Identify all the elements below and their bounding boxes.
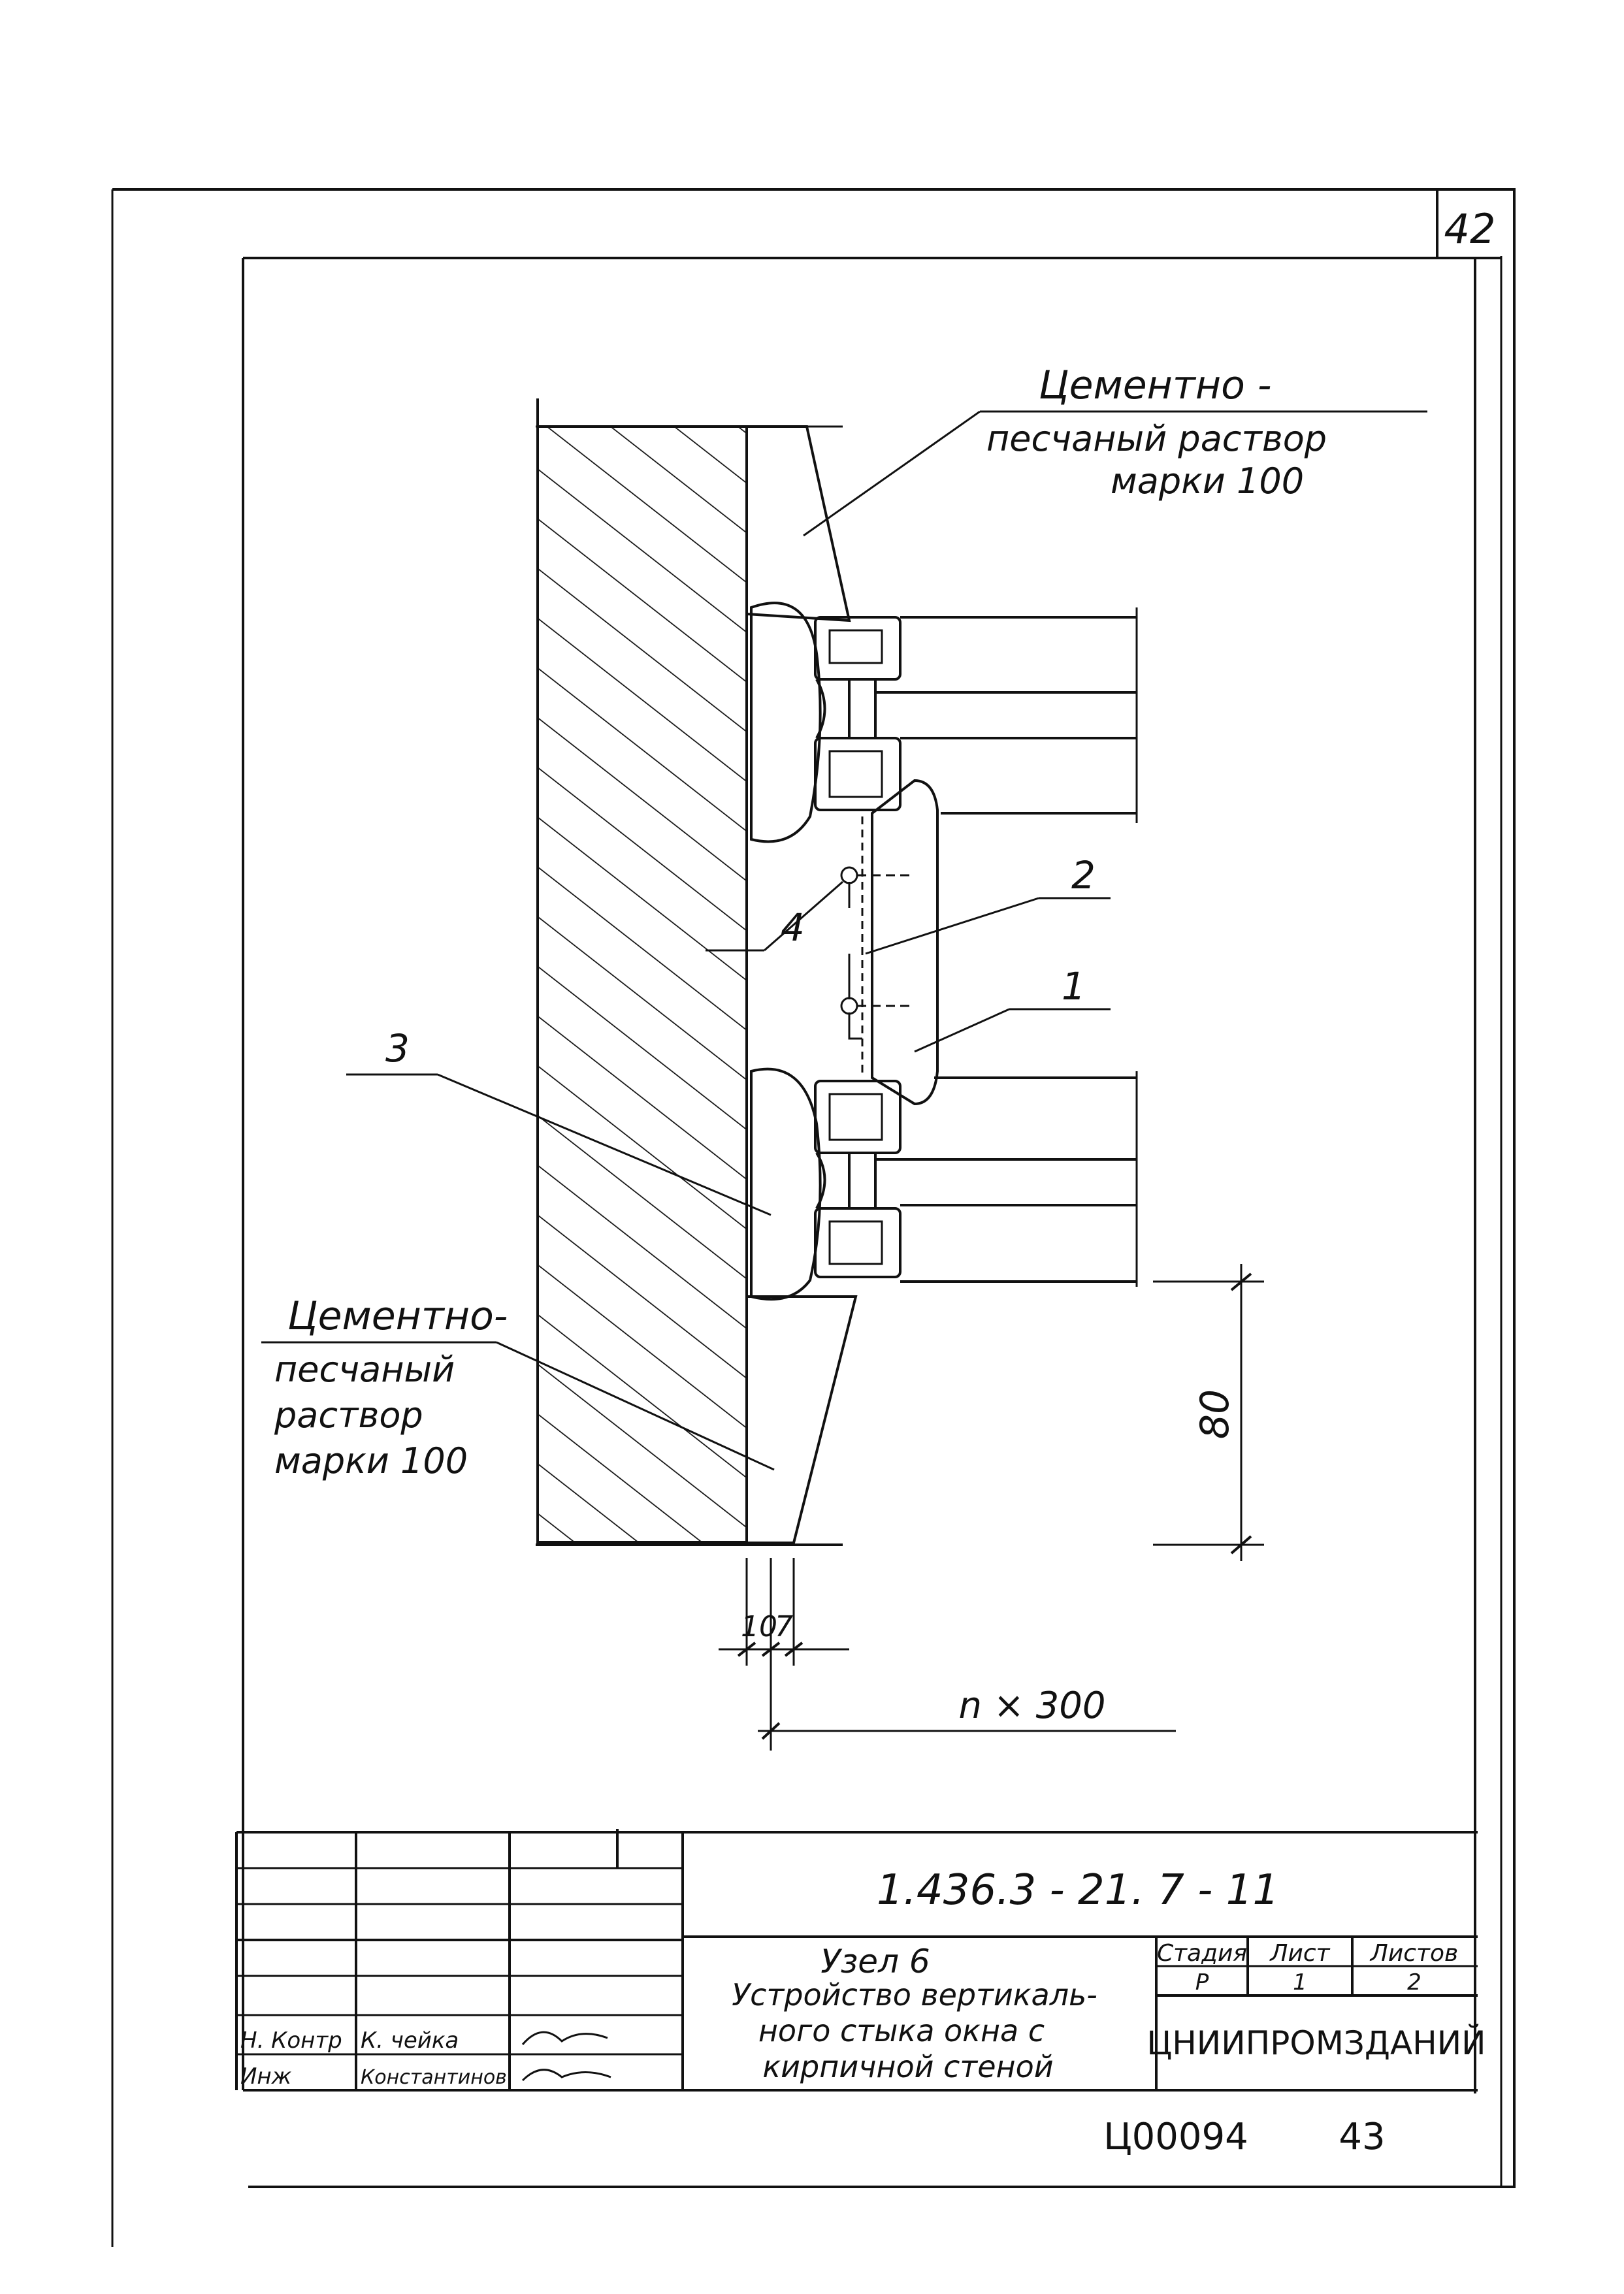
dimension-n300: n × 300 bbox=[758, 1679, 1176, 1751]
mortar-top bbox=[745, 425, 851, 622]
mortar-bottom bbox=[745, 1295, 858, 1544]
page-number: 43 bbox=[1339, 2116, 1385, 2158]
title-line3: ного стыка окна с bbox=[758, 2013, 1045, 2048]
title-block bbox=[235, 1829, 1478, 2090]
row2-name: Константинов bbox=[361, 2066, 507, 2089]
window-profile-top bbox=[814, 607, 1138, 823]
signature-1 bbox=[521, 2031, 608, 2045]
inner-frame bbox=[242, 257, 1501, 2093]
callout-3: 3 bbox=[385, 1026, 410, 1071]
brick-wall bbox=[536, 398, 843, 1546]
sheet-value: 1 bbox=[1293, 1969, 1307, 1995]
dimension-80: 80 bbox=[1153, 1264, 1264, 1561]
sheets-value: 2 bbox=[1407, 1969, 1421, 1995]
outer-frame bbox=[111, 188, 1516, 2247]
callout-4: 4 bbox=[781, 905, 805, 950]
sheet-number-box: 42 bbox=[1436, 189, 1496, 258]
leader-lines bbox=[261, 410, 1427, 1471]
window-profile-bottom bbox=[814, 1071, 1138, 1287]
row2-role: Инж bbox=[240, 2063, 292, 2090]
mortar-bottom-label: Цементно- песчаный раствор марки 100 bbox=[274, 1293, 508, 1481]
organization-name: ЦНИИПРОМЗДАНИЙ bbox=[1146, 2024, 1486, 2062]
mortar-bottom-line3: раствор bbox=[274, 1395, 423, 1436]
signature-2 bbox=[521, 2069, 611, 2082]
row1-role: Н. Контр bbox=[240, 2027, 342, 2054]
title-line4: кирпичной стеной bbox=[762, 2049, 1053, 2084]
sealant-bottom bbox=[750, 1067, 822, 1301]
callout-2: 2 bbox=[1071, 853, 1096, 897]
mortar-bottom-line4: марки 100 bbox=[274, 1440, 468, 1481]
dimension-n300-label: n × 300 bbox=[959, 1685, 1106, 1727]
row1-name: К. чейка bbox=[361, 2027, 459, 2054]
mortar-bottom-line2: песчаный bbox=[274, 1349, 455, 1390]
sheets-header: Листов bbox=[1369, 1940, 1458, 1967]
mortar-top-line1: Цементно - bbox=[1039, 363, 1272, 408]
mortar-top-label: Цементно - песчаный раствор марки 100 bbox=[986, 363, 1327, 502]
mortar-top-line2: песчаный раствор bbox=[986, 418, 1327, 459]
archive-code: Ц00094 bbox=[1103, 2116, 1248, 2158]
nail-axis bbox=[848, 882, 862, 1040]
nail-lower bbox=[840, 997, 915, 1015]
nail-upper bbox=[840, 866, 915, 884]
document-code: 1.436.3 - 21. 7 - 11 bbox=[877, 1866, 1279, 1914]
sealant-top bbox=[750, 602, 822, 843]
dimension-80-label: 80 bbox=[1192, 1389, 1238, 1439]
dimension-10-label: 10 bbox=[741, 1610, 777, 1643]
sheet-header: Лист bbox=[1269, 1940, 1330, 1967]
sheet-number: 42 bbox=[1444, 205, 1496, 253]
title-line2: Устройство вертикаль- bbox=[732, 1977, 1097, 2012]
dimension-7-label: 7 bbox=[775, 1610, 793, 1643]
stage-value: Р bbox=[1195, 1969, 1209, 1995]
callout-1: 1 bbox=[1062, 964, 1086, 1009]
title-line1: Узел 6 bbox=[820, 1943, 930, 1980]
dimension-10-7: 10 7 bbox=[719, 1558, 849, 1679]
mortar-top-line3: марки 100 bbox=[1111, 460, 1304, 502]
mortar-bottom-line1: Цементно- bbox=[287, 1293, 508, 1339]
trim-board bbox=[861, 779, 939, 1106]
stage-header: Стадия bbox=[1157, 1940, 1247, 1967]
